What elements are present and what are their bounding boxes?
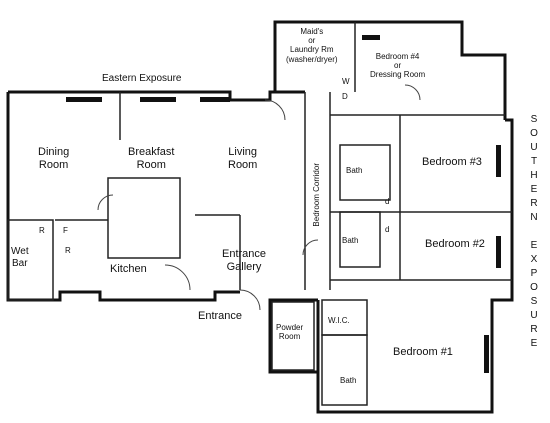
dining-room-line1: Dining [38,146,70,158]
closet-d1-label: d [385,197,390,206]
south-exposure-letter: P [530,268,538,279]
living-room-line2: Room [228,158,258,171]
bedroom4-label: Bedroom #4 or Dressing Room [370,52,425,80]
south-exposure-letter: R [530,198,538,209]
powder-room-label: Powder Room [276,323,303,341]
dining-room-line2: Room [38,158,69,171]
bedroom4-line2: or [394,61,402,71]
closet-d2-label: d [385,225,390,234]
fridge-a-label: R [39,226,45,235]
interior-walls [7,22,512,406]
maids-room-label: Maid's or Laundry Rm (washer/dryer) [286,27,338,64]
maids-room-line1: Maid's [300,27,324,36]
south-exposure-letter: U [530,142,538,153]
breakfast-room-line2: Room [136,158,166,171]
bedroom-corridor-label: Bedroom Corridor [312,163,321,227]
wet-bar-line1: Wet [11,246,29,257]
windows [66,35,501,373]
door-swings [97,84,421,311]
dining-room-label: Dining Room [38,146,69,171]
bedroom4-line1: Bedroom #4 [375,52,420,61]
maids-room-line2: or [308,36,316,46]
eastern-exposure-label: Eastern Exposure [102,73,182,84]
wet-bar-line2: Bar [12,257,28,269]
entrance-gallery-line2: Gallery [226,260,262,273]
bath-a-label: Bath [346,166,363,175]
bedroom3-label: Bedroom #3 [422,156,482,168]
wet-bar-label: Wet Bar [11,246,29,269]
bath-c-label: Bath [340,376,357,385]
dryer-label: D [342,92,348,101]
south-exposure-letter: S [530,296,538,307]
breakfast-room-line1: Breakfast [128,146,175,158]
exterior-walls [6,20,514,414]
bedroom2-label: Bedroom #2 [425,238,485,250]
south-exposure-letter: T [530,156,538,167]
south-exposure-letter: N [530,212,538,223]
south-exposure-letter: O [530,282,538,293]
bedroom1-label: Bedroom #1 [393,346,453,358]
south-exposure-letter: S [530,114,538,125]
south-exposure-letter: E [530,240,538,251]
kitchen-label: Kitchen [110,263,147,275]
entrance-gallery-line1: Entrance [222,248,267,260]
powder-room-line1: Powder [276,323,304,332]
south-exposure-letter: H [530,170,538,181]
south-exposure-letter: E [530,184,538,195]
south-exposure-letter: E [530,338,538,349]
bath-b-label: Bath [342,236,359,245]
breakfast-room-label: Breakfast Room [128,146,174,171]
south-exposure-letter: U [530,310,538,321]
south-exposure-letter: R [530,324,538,335]
freezer-label: F [63,226,68,235]
washer-label: W [342,77,350,86]
living-room-line1: Living [228,146,258,158]
south-exposure-letter: X [530,254,538,265]
entrance-label: Entrance [198,310,243,322]
maids-room-line4: (washer/dryer) [286,54,338,64]
bedroom4-line3: Dressing Room [370,70,426,80]
maids-room-line3: Laundry Rm [290,45,334,55]
entrance-gallery-label: Entrance Gallery [222,248,266,273]
fridge-b-label: R [65,246,71,255]
living-room-label: Living Room [228,146,257,171]
wic-label: W.I.C. [328,316,350,325]
powder-room-line2: Room [278,332,301,342]
south-exposure-letter: O [530,128,538,139]
